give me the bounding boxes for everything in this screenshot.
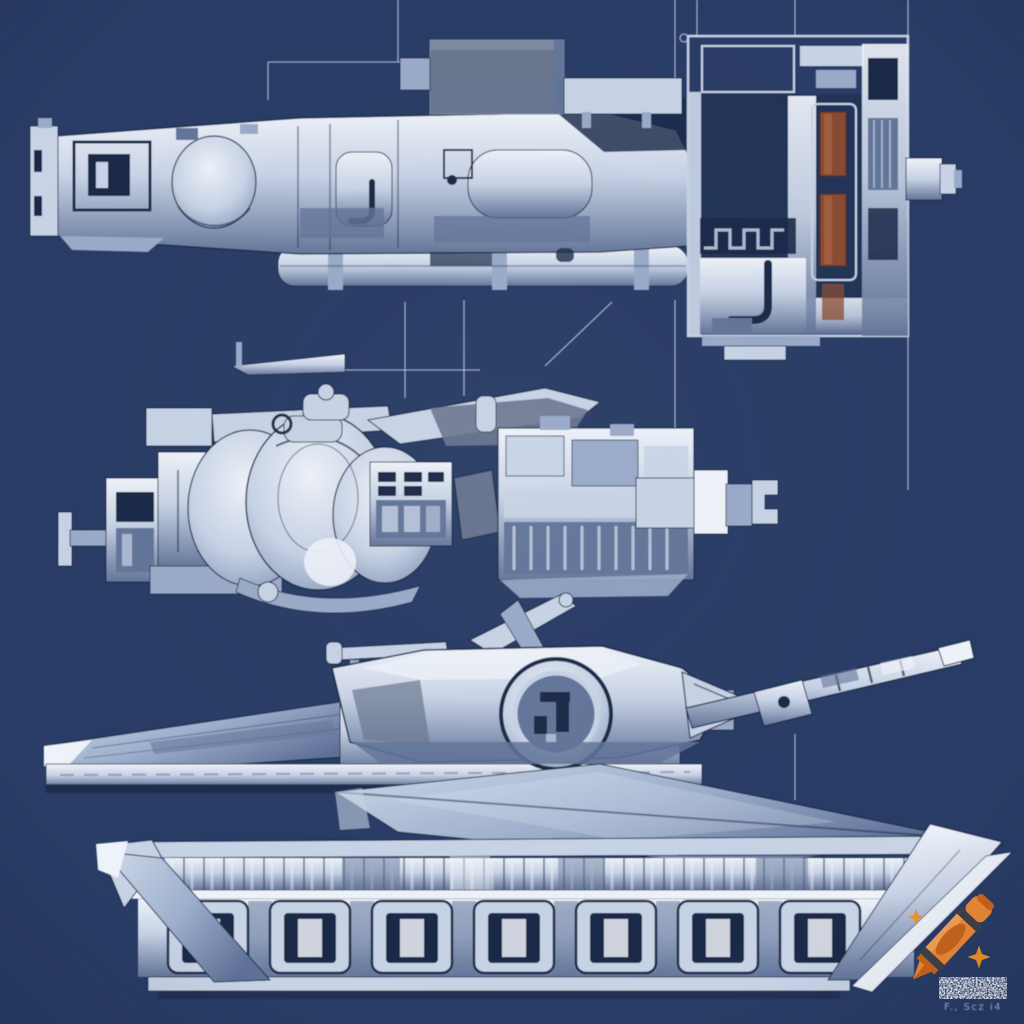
screenshot-root: F., Scz i4 <box>0 0 1024 1024</box>
blueprint-canvas: F., Scz i4 <box>0 0 1024 1024</box>
vignette-overlay <box>0 0 1024 1024</box>
